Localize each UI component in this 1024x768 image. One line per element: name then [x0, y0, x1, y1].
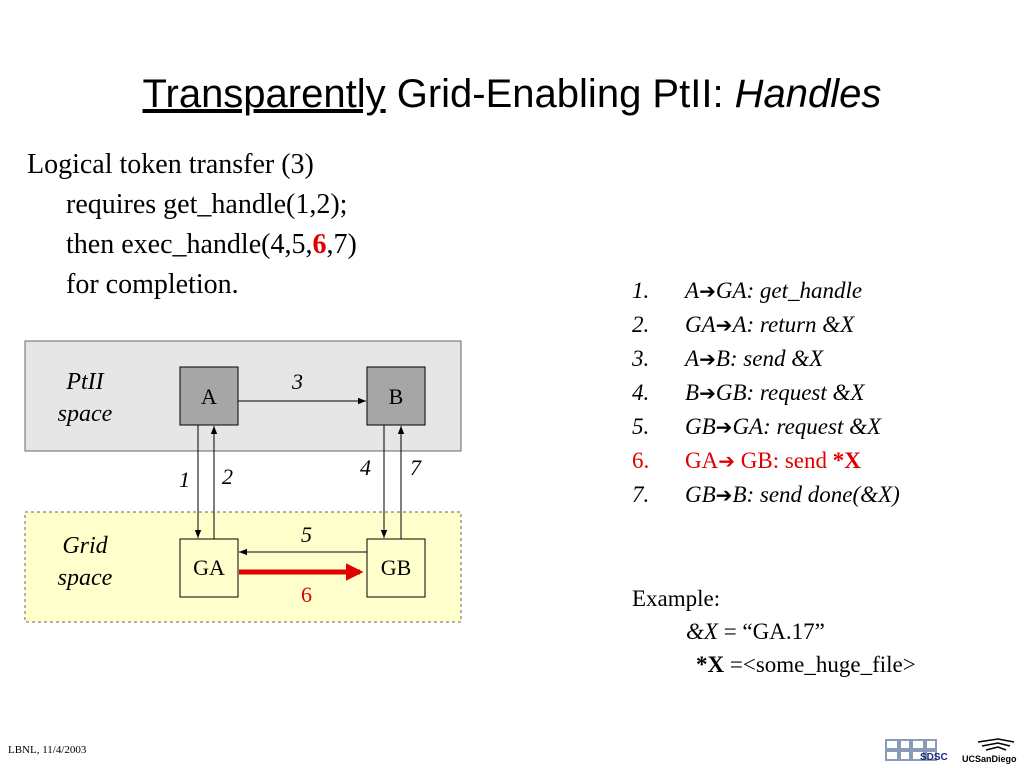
- arrow-right-icon: ➔: [699, 381, 716, 405]
- step-text: GA➔ GB: send *X: [685, 444, 861, 478]
- ptii-space-label-line2: space: [57, 401, 113, 427]
- edge-3-label: 3: [292, 369, 303, 394]
- step-number: 3.: [632, 346, 650, 371]
- arrow-right-icon: ➔: [699, 279, 716, 303]
- step-text: GB➔GA: request &X: [685, 410, 881, 444]
- step-rest: B: send done(&X): [732, 482, 900, 507]
- example-big-line: *X =<some_huge_file>: [696, 648, 916, 681]
- example-heading: Example:: [632, 586, 721, 611]
- node-b-label: B: [388, 384, 404, 409]
- step-bold: *X: [832, 448, 861, 473]
- title-part-transparently: Transparently: [142, 72, 386, 116]
- intro-line-4: for completion.: [66, 269, 239, 300]
- intro-line-1: Logical token transfer (3): [27, 149, 314, 180]
- arrow-right-icon: ➔: [699, 347, 716, 371]
- title-part-handles: Handles: [734, 72, 882, 116]
- step-number: 6.: [632, 448, 650, 473]
- ptii-space-label: PtII space: [40, 366, 130, 430]
- edge-7-label: 7: [410, 455, 421, 480]
- edge-6-label: 6: [301, 582, 312, 607]
- node-gb-label: GB: [380, 555, 412, 580]
- footer-text: LBNL, 11/4/2003: [8, 744, 87, 756]
- node-gb-box: [366, 538, 426, 598]
- step-from: A: [685, 278, 700, 303]
- step-from: GA: [685, 312, 716, 337]
- node-a-box: [179, 366, 239, 426]
- step-text: A➔B: send &X: [685, 342, 823, 376]
- arrow-right-icon: ➔: [718, 449, 735, 473]
- sdsc-logo-text: SDSC: [920, 752, 948, 763]
- intro-line-3-pre: then exec_handle(4,5,: [66, 229, 313, 260]
- step-rest: GA: get_handle: [715, 278, 863, 303]
- arrow-right-icon: ➔: [715, 415, 733, 439]
- step-number: 1.: [632, 278, 650, 303]
- step-text: GB➔B: send done(&X): [685, 478, 900, 512]
- ptii-space-label-line1: PtII: [66, 369, 104, 395]
- ucsd-logo-text: UCSanDiego: [962, 754, 1017, 764]
- edge-5-label: 5: [301, 522, 312, 547]
- example-big-value: =<some_huge_file>: [724, 652, 916, 677]
- step-number: 7.: [632, 482, 650, 507]
- step-text: GA➔A: return &X: [685, 308, 854, 342]
- arrow-right-icon: ➔: [715, 313, 733, 337]
- arrow-right-icon: ➔: [715, 483, 733, 507]
- grid-space-label-line1: Grid: [62, 533, 108, 559]
- step-from: GB: [685, 482, 716, 507]
- title-part-main: Grid-Enabling PtII:: [385, 72, 735, 116]
- node-ga-box: [179, 538, 239, 598]
- intro-line-3-post: ,7): [326, 229, 357, 260]
- edge-1-label: 1: [179, 467, 190, 492]
- example-x-value: = “GA.17”: [717, 619, 825, 644]
- step-from: A: [685, 346, 700, 371]
- example-x-line: &X = “GA.17”: [686, 615, 825, 648]
- ucsd-logo-icon: [977, 738, 1015, 751]
- slide-title: Transparently Grid-Enabling PtII: Handle…: [0, 72, 1024, 117]
- node-ga-label: GA: [193, 555, 225, 580]
- sdsc-logo-icon: [885, 739, 937, 761]
- step-rest: A: return &X: [732, 312, 855, 337]
- example-x-name: &X: [686, 619, 718, 644]
- intro-line-3-highlight: 6: [312, 229, 327, 260]
- edge-4-label: 4: [360, 455, 371, 480]
- step-number: 2.: [632, 312, 650, 337]
- step-from: GA: [685, 448, 719, 473]
- step-rest: GB: send: [735, 448, 833, 473]
- step-number: 4.: [632, 380, 650, 405]
- edge-2-label: 2: [222, 464, 233, 489]
- grid-space-label-line2: space: [57, 565, 113, 591]
- node-a-label: A: [201, 384, 217, 409]
- step-rest: GB: request &X: [715, 380, 865, 405]
- step-rest: GA: request &X: [732, 414, 882, 439]
- step-text: A➔GA: get_handle: [685, 274, 862, 308]
- step-number: 5.: [632, 414, 650, 439]
- step-text: B➔GB: request &X: [685, 376, 864, 410]
- example-big-name: *X: [696, 652, 725, 677]
- footer-logos: SDSC UCSanDiego: [884, 738, 1024, 766]
- step-rest: B: send &X: [715, 346, 824, 371]
- grid-space-label: Grid space: [40, 530, 130, 594]
- node-b-box: [366, 366, 426, 426]
- intro-line-2: requires get_handle(1,2);: [66, 189, 348, 220]
- step-from: GB: [685, 414, 716, 439]
- intro-line-3: then exec_handle(4,5,6,7): [66, 225, 357, 265]
- step-from: B: [685, 380, 700, 405]
